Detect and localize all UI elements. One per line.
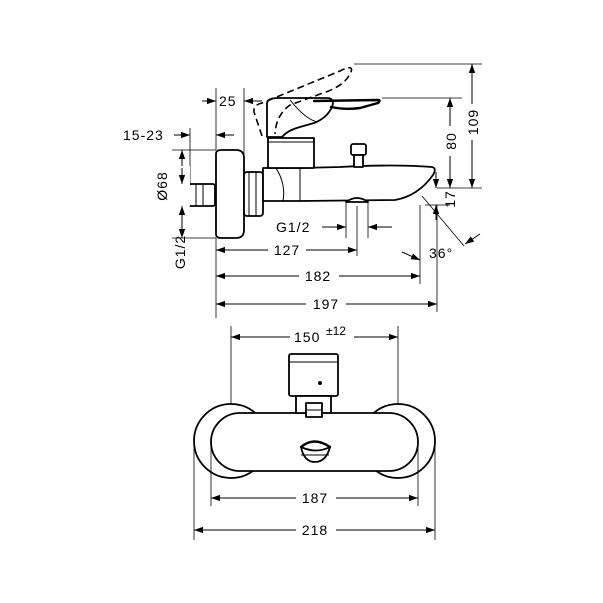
dim-label-17: 17 (442, 190, 458, 208)
front-body (193, 353, 436, 479)
side-view: 109 80 17 36° 25 (123, 63, 482, 318)
dimension-g12-horizontal: G1/2 (276, 202, 392, 238)
dimension-218: 218 (193, 441, 436, 540)
dim-label-109: 109 (465, 109, 481, 135)
dimension-182: 182 (216, 205, 421, 284)
dimension-36-degrees: 36° (401, 195, 481, 261)
dim-label-68: Ø68 (154, 171, 170, 200)
dimension-197: 197 (216, 205, 438, 312)
dim-label-150-tolerance: ±12 (326, 324, 346, 338)
wall-connector (188, 149, 264, 239)
dimension-187: 187 (210, 442, 419, 506)
dim-label-15-23: 15-23 (123, 127, 164, 143)
dim-label-25: 25 (219, 93, 237, 109)
dimension-68: Ø68 (154, 149, 216, 239)
mixer-body (253, 66, 436, 203)
dim-label-182: 182 (305, 268, 331, 284)
dimension-80: 80 (382, 97, 462, 188)
front-view: 150 ±12 187 218 (193, 324, 436, 540)
dimension-150: 150 ±12 (230, 324, 399, 404)
dim-label-150: 150 (294, 329, 320, 345)
dim-label-36: 36° (429, 245, 453, 261)
dim-label-127: 127 (274, 242, 300, 258)
dimension-25: 25 (202, 88, 262, 158)
dim-label-218: 218 (302, 522, 328, 538)
dimension-109: 109 (354, 63, 482, 189)
dimension-g12-vertical: G1/2 (172, 168, 188, 269)
dim-label-80: 80 (443, 132, 459, 150)
dim-label-197: 197 (313, 296, 339, 312)
dim-label-g12-horizontal: G1/2 (276, 219, 310, 235)
dim-label-187: 187 (302, 490, 328, 506)
dim-label-g12-vertical: G1/2 (172, 235, 188, 269)
